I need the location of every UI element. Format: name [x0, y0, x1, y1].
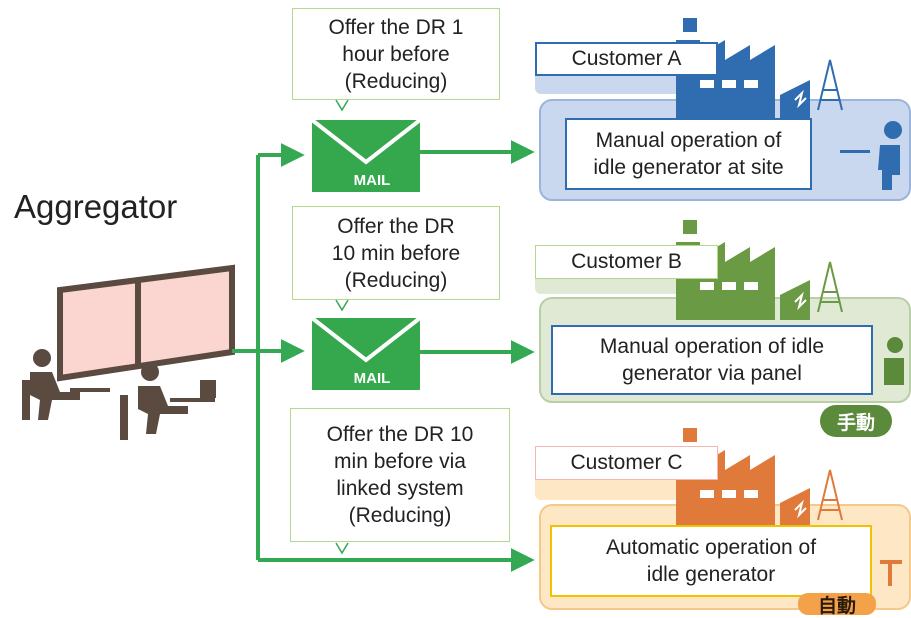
callout-offer-10min: Offer the DR 10 min before (Reducing) [292, 206, 500, 300]
flow-lines [232, 140, 535, 572]
aggregator-workstation [22, 264, 235, 440]
operator-icon-a [840, 121, 902, 190]
customer-a-description: Manual operation of idle generator at si… [565, 118, 812, 190]
callout-offer-1h: Offer the DR 1 hour before (Reducing) [292, 8, 500, 100]
callout-pointers [335, 99, 349, 555]
mail-label-2: MAIL [354, 370, 391, 387]
operator-icon-c [880, 560, 902, 586]
operator-icon-b [884, 337, 904, 385]
customer-b-description: Manual operation of idle generator via p… [551, 325, 873, 395]
manual-badge: 手動 [820, 405, 892, 437]
customer-a-label: Customer A [535, 42, 718, 76]
callout-offer-linked: Offer the DR 10 min before via linked sy… [290, 408, 510, 542]
mail-icon-1: MAIL [310, 118, 422, 192]
customer-c-label: Customer C [535, 446, 718, 480]
aggregator-label: Aggregator [14, 188, 178, 225]
customer-c-description: Automatic operation of idle generator [550, 525, 872, 597]
mail-label-1: MAIL [354, 172, 391, 189]
auto-badge: 自動 [798, 593, 876, 617]
customer-b-label: Customer B [535, 245, 718, 279]
mail-icon-2: MAIL [310, 316, 422, 390]
